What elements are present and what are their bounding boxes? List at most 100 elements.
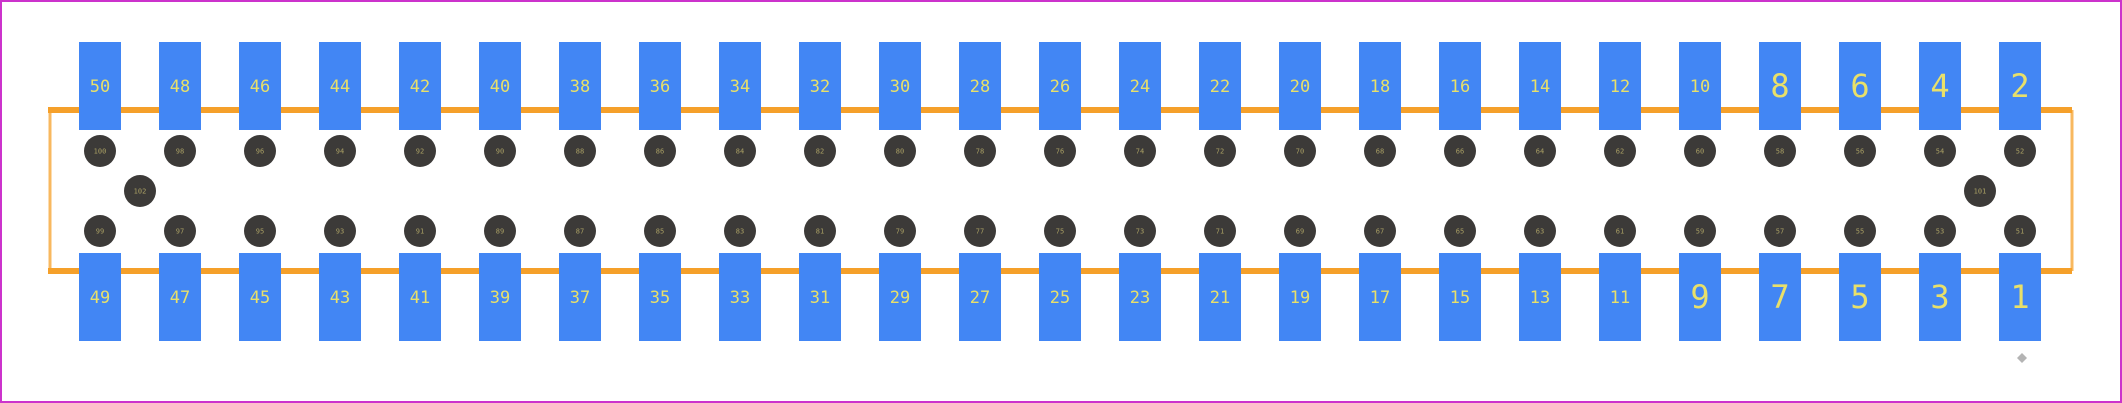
hole-shape	[564, 135, 596, 167]
hole-shape	[1284, 135, 1316, 167]
hole-label: 92	[416, 148, 424, 156]
hole-label: 62	[1616, 148, 1624, 156]
pad-24: 24	[1119, 42, 1161, 130]
pad-shape	[1039, 253, 1081, 341]
pad-shape	[79, 253, 121, 341]
hole-label: 61	[1616, 228, 1624, 236]
pad-label: 32	[810, 77, 830, 97]
hole-label: 64	[1536, 148, 1544, 156]
hole-shape	[1604, 215, 1636, 247]
hole-59: 59	[1684, 215, 1716, 247]
pin1-marker	[2017, 353, 2027, 363]
hole-81: 81	[804, 215, 836, 247]
pad-shape	[239, 253, 281, 341]
hole-label: 51	[2016, 228, 2024, 236]
hole-shape	[644, 135, 676, 167]
pad-label: 11	[1610, 288, 1630, 308]
hole-shape	[244, 135, 276, 167]
pad-label: 20	[1290, 77, 1310, 97]
hole-label: 99	[96, 228, 104, 236]
pad-shape	[959, 253, 1001, 341]
hole-82: 82	[804, 135, 836, 167]
hole-label: 69	[1296, 228, 1304, 236]
hole-label: 97	[176, 228, 184, 236]
hole-label: 72	[1216, 148, 1224, 156]
hole-71: 71	[1204, 215, 1236, 247]
hole-label: 76	[1056, 148, 1064, 156]
hole-86: 86	[644, 135, 676, 167]
pad-shape	[1519, 42, 1561, 130]
hole-shape	[964, 215, 996, 247]
hole-shape	[1044, 135, 1076, 167]
hole-shape	[1764, 135, 1796, 167]
hole-label: 96	[256, 148, 264, 156]
pad-shape	[1839, 42, 1881, 130]
pad-label: 46	[250, 77, 270, 97]
hole-60: 60	[1684, 135, 1716, 167]
pad-label: 44	[330, 77, 350, 97]
hole-99: 99	[84, 215, 116, 247]
hole-80: 80	[884, 135, 916, 167]
pad-label: 45	[250, 288, 270, 308]
pad-shape	[1759, 253, 1801, 341]
hole-label: 77	[976, 228, 984, 236]
hole-label: 71	[1216, 228, 1224, 236]
hole-shape	[724, 215, 756, 247]
pad-label: 38	[570, 77, 590, 97]
hole-label: 91	[416, 228, 424, 236]
pad-label: 10	[1690, 77, 1710, 97]
hole-label: 83	[736, 228, 744, 236]
pad-label: 28	[970, 77, 990, 97]
hole-61: 61	[1604, 215, 1636, 247]
hole-label: 101	[1974, 188, 1987, 196]
hole-73: 73	[1124, 215, 1156, 247]
pad-19: 19	[1279, 253, 1321, 341]
pad-shape	[799, 253, 841, 341]
pad-label: 29	[890, 288, 910, 308]
hole-shape	[2004, 215, 2036, 247]
pad-label: 9	[1690, 278, 1709, 316]
hole-shape	[484, 215, 516, 247]
pad-shape	[479, 42, 521, 130]
hole-93: 93	[324, 215, 356, 247]
pad-33: 33	[719, 253, 761, 341]
hole-label: 94	[336, 148, 344, 156]
hole-68: 68	[1364, 135, 1396, 167]
pad-43: 43	[319, 253, 361, 341]
hole-76: 76	[1044, 135, 1076, 167]
hole-label: 100	[94, 148, 107, 156]
pad-shape	[1839, 253, 1881, 341]
pad-31: 31	[799, 253, 841, 341]
hole-shape	[1924, 215, 1956, 247]
pad-shape	[1279, 42, 1321, 130]
hole-label: 87	[576, 228, 584, 236]
hole-shape	[1684, 215, 1716, 247]
pad-label: 7	[1770, 278, 1789, 316]
hole-shape	[1444, 135, 1476, 167]
hole-label: 86	[656, 148, 664, 156]
pad-40: 40	[479, 42, 521, 130]
pad-shape	[1679, 253, 1721, 341]
pad-1: 1	[1999, 253, 2041, 341]
pad-shape	[879, 42, 921, 130]
hole-shape	[484, 135, 516, 167]
pad-13: 13	[1519, 253, 1561, 341]
pad-18: 18	[1359, 42, 1401, 130]
pad-25: 25	[1039, 253, 1081, 341]
pad-48: 48	[159, 42, 201, 130]
pad-9: 9	[1679, 253, 1721, 341]
hole-shape	[1524, 215, 1556, 247]
pad-shape	[639, 253, 681, 341]
hole-shape	[84, 215, 116, 247]
pad-label: 2	[2010, 67, 2029, 105]
hole-shape	[564, 215, 596, 247]
pad-shape	[1919, 42, 1961, 130]
hole-shape	[1124, 135, 1156, 167]
pad-14: 14	[1519, 42, 1561, 130]
pad-shape	[319, 42, 361, 130]
pad-shape	[1359, 253, 1401, 341]
pad-shape	[1039, 42, 1081, 130]
hole-shape	[884, 135, 916, 167]
